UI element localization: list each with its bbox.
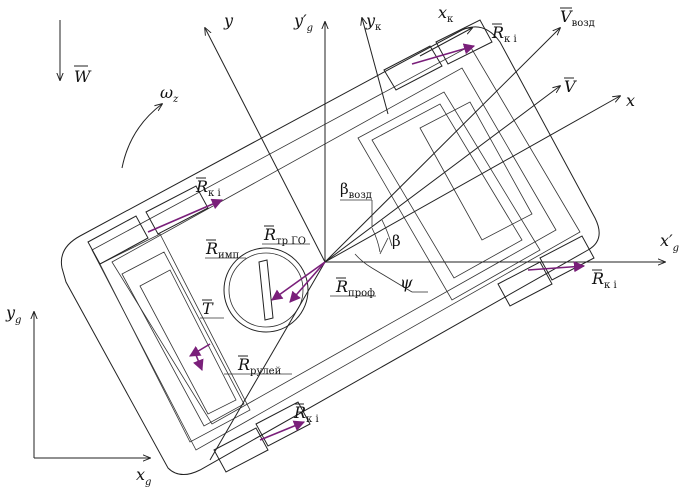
label-rki-bottom: Rк i bbox=[293, 403, 319, 425]
force-vectors bbox=[147, 43, 586, 441]
propeller bbox=[223, 247, 309, 333]
label-xg-prime: x′g bbox=[660, 231, 679, 254]
label-rki-top: Rк i bbox=[491, 23, 517, 45]
label-omega: ωz bbox=[160, 83, 179, 105]
label-r-imp: Rимп bbox=[205, 239, 239, 261]
label-yk: yк bbox=[365, 11, 382, 33]
label-rki-right: Rк i bbox=[591, 269, 617, 291]
vehicle-body bbox=[60, 26, 600, 475]
label-rki-left: Rк i bbox=[195, 177, 221, 199]
vector-overbars bbox=[74, 7, 602, 405]
label-t: T bbox=[202, 299, 214, 318]
label-xk: xк bbox=[438, 3, 454, 25]
moving-frame-axes bbox=[205, 18, 665, 461]
label-v-vozd: Vвозд bbox=[560, 7, 595, 29]
label-x: x bbox=[626, 91, 635, 110]
label-y: y bbox=[223, 11, 234, 30]
label-r-tr-go: Rтр ГО bbox=[263, 225, 306, 247]
label-group: y y′g yк xк Rк i Vвозд V x W ωz Rк i βво… bbox=[5, 3, 679, 488]
angle-arcs bbox=[340, 199, 428, 293]
label-yg-prime: y′g bbox=[293, 11, 313, 34]
label-v: V bbox=[564, 77, 577, 96]
label-w: W bbox=[74, 67, 92, 86]
label-beta: β bbox=[392, 232, 401, 250]
label-r-ruley: Rрулей bbox=[237, 355, 282, 377]
leader-lines bbox=[200, 243, 376, 375]
label-psi: ψ bbox=[400, 273, 413, 292]
omega-arc bbox=[121, 104, 162, 169]
label-r-prof: Rпроф bbox=[335, 277, 375, 299]
label-beta-vozd: βвозд bbox=[340, 180, 372, 201]
label-yg: yg bbox=[5, 303, 21, 326]
ground-frame-axes bbox=[34, 312, 150, 458]
label-xg: xg bbox=[136, 465, 151, 488]
